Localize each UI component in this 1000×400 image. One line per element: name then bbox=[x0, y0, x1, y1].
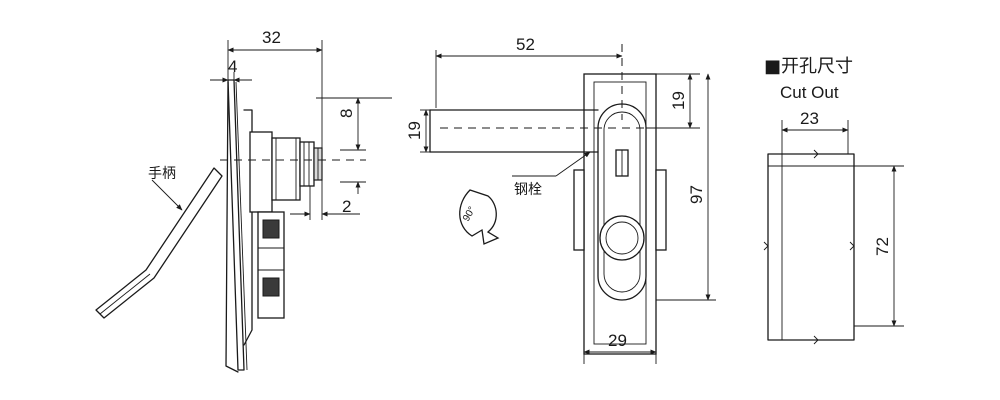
handle-lever bbox=[95, 167, 223, 319]
front-view: 52 19 19 97 29 bbox=[405, 35, 716, 364]
side-view: 32 4 8 2 手柄 bbox=[95, 28, 392, 373]
label-bolt: 钢栓 bbox=[512, 151, 591, 198]
dim-19-right: 19 bbox=[646, 73, 700, 129]
cutout-title-en: Cut Out bbox=[780, 83, 839, 102]
label-bolt-text: 钢栓 bbox=[514, 182, 542, 198]
dim-8-label: 8 bbox=[337, 109, 356, 118]
cutout-view: ■开孔尺寸 Cut Out 23 72 bbox=[763, 56, 904, 345]
dim-97: 97 bbox=[656, 73, 716, 301]
cutout-title-cn: ■开孔尺寸 bbox=[764, 56, 853, 77]
dim-29-label: 29 bbox=[608, 331, 627, 350]
dim-4-label: 4 bbox=[228, 57, 237, 76]
dim-23: 23 bbox=[781, 109, 849, 154]
dim-19-left-label: 19 bbox=[405, 121, 424, 140]
dim-23-label: 23 bbox=[800, 109, 819, 128]
dim-32-label: 32 bbox=[262, 28, 281, 47]
dim-72: 72 bbox=[854, 165, 904, 327]
handle-body bbox=[597, 103, 647, 301]
dim-2: 2 bbox=[290, 180, 366, 220]
bracket-nuts bbox=[257, 211, 285, 319]
dim-8: 8 bbox=[316, 97, 392, 151]
dim-52-label: 52 bbox=[516, 35, 535, 54]
lock-cylinder bbox=[249, 131, 323, 213]
label-handle-text: 手柄 bbox=[148, 166, 176, 182]
bolt-arm bbox=[429, 109, 599, 153]
label-handle: 手柄 bbox=[148, 166, 183, 211]
door-plate bbox=[225, 79, 253, 373]
dim-29: 29 bbox=[583, 300, 657, 364]
dim-19-right-label: 19 bbox=[669, 91, 688, 110]
dim-32: 32 bbox=[227, 28, 323, 150]
dim-52: 52 bbox=[435, 35, 623, 108]
dim-72-label: 72 bbox=[873, 237, 892, 256]
dim-97-label: 97 bbox=[687, 185, 706, 204]
dim-2-label: 2 bbox=[342, 197, 351, 216]
dim-4: 4 bbox=[210, 57, 252, 84]
dim-19-left: 19 bbox=[405, 109, 432, 153]
cutout-rectangle bbox=[763, 149, 855, 345]
rotation-arrow-icon: 90° bbox=[459, 189, 500, 245]
